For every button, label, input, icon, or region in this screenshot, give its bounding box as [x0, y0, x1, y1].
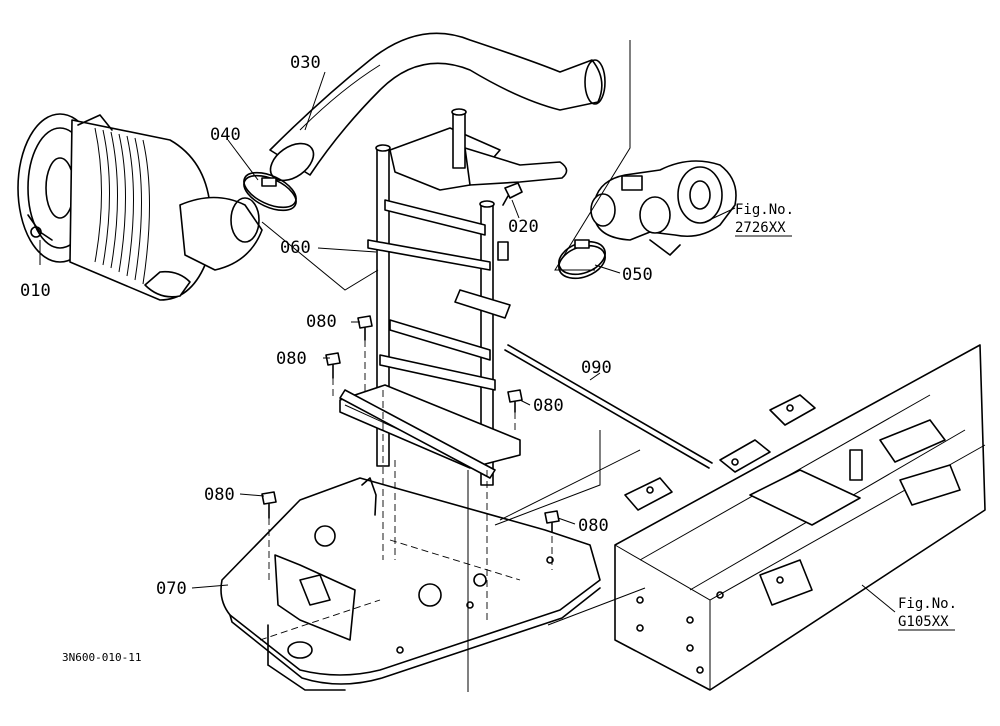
fig-ref-prefix: Fig.No. [735, 202, 794, 218]
leader-lines [39, 71, 896, 613]
bolt-020 [502, 182, 523, 206]
callout-070: 070 [156, 579, 187, 599]
rod-090 [504, 344, 713, 469]
callout-080-a: 080 [306, 312, 337, 332]
hose-clamp-050 [558, 239, 606, 280]
callout-050: 050 [622, 265, 653, 285]
turbocharger-reference [590, 160, 737, 256]
figure-reference-frame: Fig.No. G105XX [898, 596, 957, 631]
mounting-base-plate [220, 477, 601, 691]
bolts-080 [261, 315, 560, 537]
fig-ref-prefix: Fig.No. [898, 596, 957, 612]
callout-010: 010 [20, 281, 51, 301]
fig-ref-code: G105XX [898, 614, 949, 630]
callout-090: 090 [581, 358, 612, 378]
callout-080-d: 080 [204, 485, 235, 505]
reference-boundary-lines [261, 40, 646, 692]
callout-080-e: 080 [578, 516, 609, 536]
fig-ref-code: 2726XX [735, 220, 786, 236]
assembly-guide-lines [259, 340, 553, 641]
figure-reference-turbo: Fig.No. 2726XX [735, 202, 794, 237]
callout-080-b: 080 [276, 349, 307, 369]
callout-060: 060 [280, 238, 311, 258]
tractor-frame-reference [614, 344, 986, 691]
intake-hose [269, 32, 606, 182]
drawing-code: 3N600-010-11 [62, 651, 141, 664]
callout-labels: 030 040 010 060 020 050 080 080 080 080 … [20, 53, 653, 599]
callout-030: 030 [290, 53, 321, 73]
air-cleaner-bracket [339, 108, 568, 486]
hose-clamp-040 [243, 171, 297, 212]
callout-080-c: 080 [533, 396, 564, 416]
air-cleaner-assembly [17, 113, 263, 301]
callout-020: 020 [508, 217, 539, 237]
callout-040: 040 [210, 125, 241, 145]
